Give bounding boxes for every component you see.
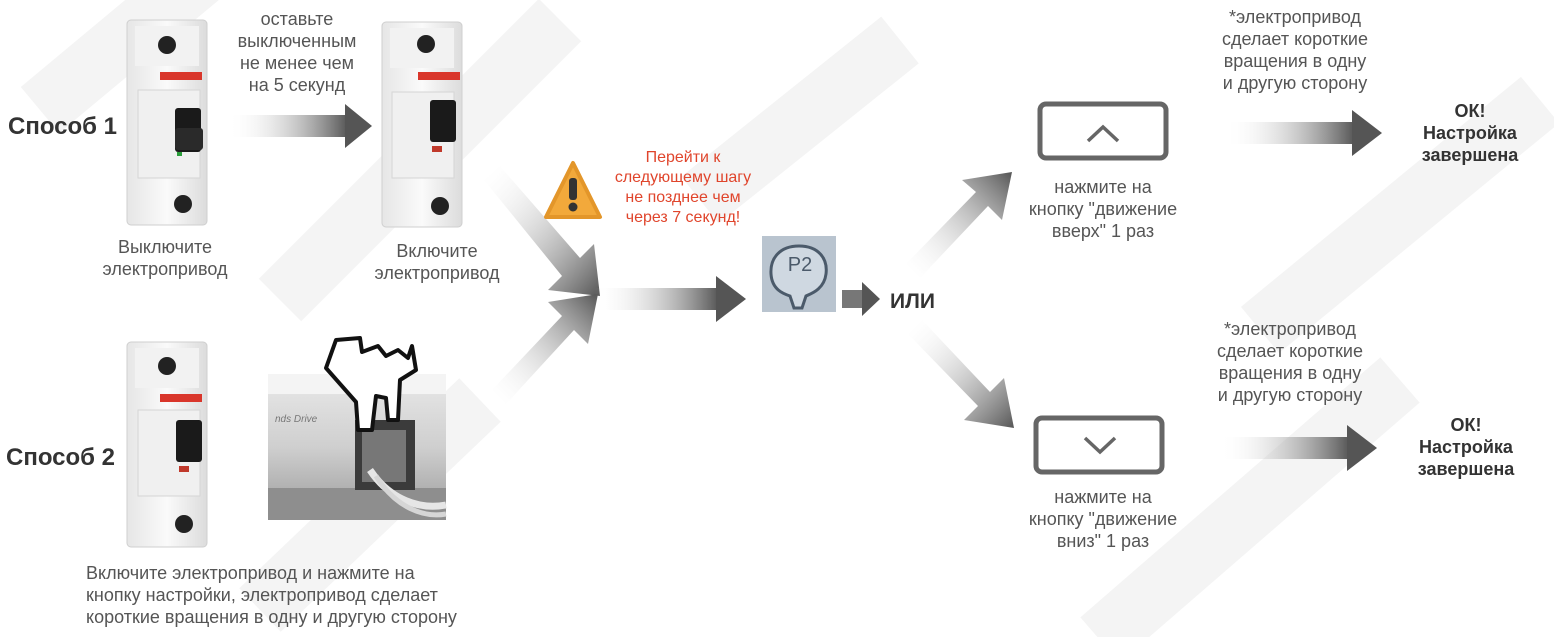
or-label: ИЛИ [890, 290, 935, 313]
up-result: ОК! Настройка завершена [1421, 101, 1519, 165]
p2-setup-button[interactable] [762, 236, 836, 312]
method2-label: Способ 2 [6, 444, 116, 471]
down-result: ОК! Настройка завершена [1417, 415, 1515, 479]
hand-pointer-icon [324, 336, 418, 432]
step-on-caption: Включите электропривод [374, 241, 500, 283]
step-off-caption: Выключите электропривод [102, 237, 228, 279]
method1-label: Способ 1 [8, 113, 118, 140]
warning-text: Перейти к следующему шагу не позднее чем… [614, 149, 752, 226]
device-label: nds Drive [275, 414, 318, 425]
arrow-down-to-result [1220, 425, 1377, 471]
up-movement-button[interactable] [1037, 101, 1169, 161]
breaker-method2-image [126, 341, 208, 548]
warning-icon [544, 161, 602, 219]
method2-instruction: Включите электропривод и нажмите на кноп… [86, 563, 457, 627]
down-instruction: нажмите на кнопку "движение вниз" 1 раз [1028, 487, 1178, 551]
down-movement-button[interactable] [1033, 415, 1165, 475]
arrow-breaker-to-merge [484, 166, 600, 296]
arrow-or-to-up [906, 172, 1012, 278]
arrow-p2-to-or [842, 282, 880, 316]
up-instruction: нажмите на кнопку "движение вверх" 1 раз [1028, 177, 1178, 241]
chevron-up-icon [1086, 124, 1120, 143]
arrow-up-to-result [1225, 110, 1382, 156]
arrow-or-to-down [908, 320, 1014, 428]
wait-note: оставьте выключенным не менее чем на 5 с… [237, 9, 357, 95]
p2-label: P2 [787, 254, 813, 276]
chevron-down-icon [1083, 436, 1117, 455]
up-note: *электропривод сделает короткие вращения… [1222, 7, 1368, 93]
arrow-merge-to-p2 [594, 276, 746, 322]
down-note: *электропривод сделает короткие вращения… [1217, 319, 1363, 405]
arrow-method2-to-merge [492, 294, 598, 404]
breaker-off-image [126, 19, 208, 226]
arrow-breaker-to-breaker [228, 104, 372, 148]
breaker-on-image [381, 21, 463, 228]
